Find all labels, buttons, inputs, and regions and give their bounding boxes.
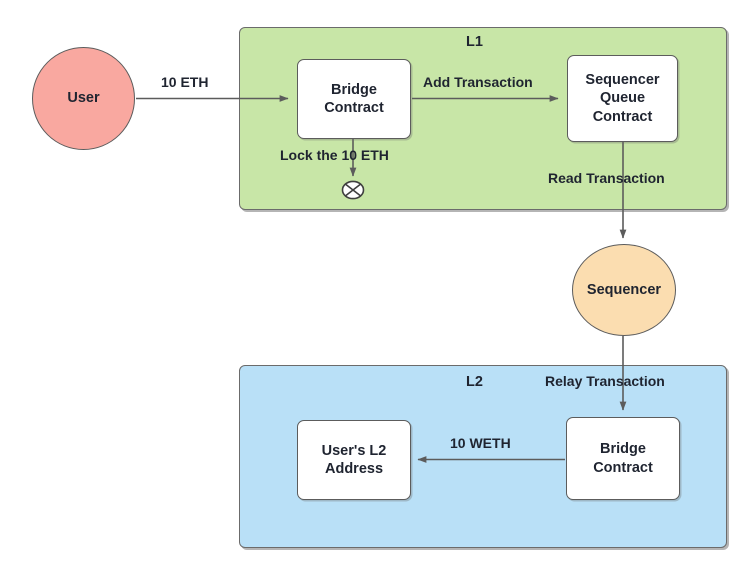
node-sequencer-queue-contract-line3: Contract [592,108,653,125]
node-l1-bridge-contract-line1: Bridge [331,81,377,98]
edge-label-10-eth: 10 ETH [161,74,209,90]
burn-circled-x-icon [341,180,365,200]
container-l1-label: L1 [466,34,483,50]
node-user-label: User [67,90,100,107]
node-l1-bridge-contract[interactable]: Bridge Contract [297,59,411,139]
node-sequencer-queue-contract-line1: Sequencer [585,72,660,89]
edge-label-relay-transaction: Relay Transaction [545,373,665,389]
edge-label-add-transaction: Add Transaction [423,74,533,90]
node-sequencer-queue-contract-line2: Queue [599,90,646,107]
edge-label-read-transaction: Read Transaction [548,170,665,186]
edge-label-lock-the-10-eth: Lock the 10 ETH [280,147,389,163]
node-user[interactable]: User [32,47,135,150]
node-users-l2-address-line2: Address [324,461,384,477]
container-l2-label: L2 [466,374,483,390]
node-l2-bridge-contract[interactable]: Bridge Contract [566,417,680,500]
node-sequencer-label: Sequencer [586,281,662,298]
node-sequencer-queue-contract[interactable]: Sequencer Queue Contract [567,55,678,142]
node-users-l2-address-line1: User's L2 [321,442,387,459]
node-l2-bridge-contract-line1: Bridge [600,441,646,458]
node-sequencer[interactable]: Sequencer [572,244,676,336]
node-l2-bridge-contract-line2: Contract [593,459,653,476]
node-users-l2-address[interactable]: User's L2 Address [297,420,411,500]
node-l1-bridge-contract-line2: Contract [324,100,384,116]
edge-label-10-weth: 10 WETH [450,435,511,451]
